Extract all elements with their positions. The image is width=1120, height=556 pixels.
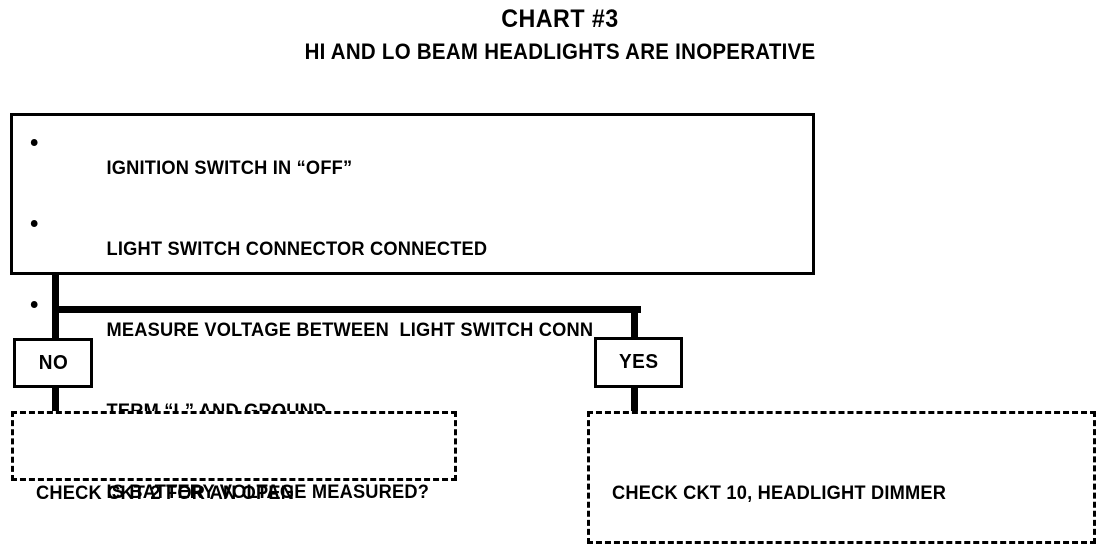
chart-subtitle: HI AND LO BEAM HEADLIGHTS ARE INOPERATIV…: [304, 39, 816, 64]
condition-item-4-text: IS BATTERY VOLTAGE MEASURED?: [106, 482, 430, 503]
chart-title: CHART #3: [501, 5, 619, 33]
decision-box-yes: YES: [594, 337, 683, 388]
result-left-text: CHECK CKT 2 FOR AN OPEN: [36, 426, 294, 556]
condition-item-2-text: LIGHT SWITCH CONNECTOR CONNECTED: [106, 239, 488, 260]
connector-branch-bar: [52, 306, 641, 313]
result-right-line-1: CHECK CKT 10, HEADLIGHT DIMMER: [612, 483, 947, 504]
connector-to-yes-box: [631, 306, 638, 341]
condition-item-2: LIGHT SWITCH CONNECTOR CONNECTED: [27, 209, 593, 290]
result-box-right: CHECK CKT 10, HEADLIGHT DIMMER SWITCH AN…: [587, 411, 1096, 544]
condition-item-1-text: IGNITION SWITCH IN “OFF”: [106, 158, 353, 179]
result-left-line-1: CHECK CKT 2 FOR AN OPEN: [36, 483, 295, 504]
decision-no-label: NO: [38, 351, 68, 374]
result-right-text: CHECK CKT 10, HEADLIGHT DIMMER SWITCH AN…: [612, 426, 946, 556]
connector-stem-from-condition: [52, 275, 59, 312]
connector-yes-to-result: [631, 386, 638, 419]
connector-to-no-box: [52, 306, 59, 342]
connector-no-to-result: [52, 386, 59, 419]
condition-box: IGNITION SWITCH IN “OFF” LIGHT SWITCH CO…: [10, 113, 815, 503]
condition-item-4: IS BATTERY VOLTAGE MEASURED?: [27, 452, 593, 533]
decision-box-no: NO: [13, 338, 93, 388]
condition-item-3-text: MEASURE VOLTAGE BETWEEN LIGHT SWITCH CON…: [106, 320, 594, 341]
condition-item-3: MEASURE VOLTAGE BETWEEN LIGHT SWITCH CON…: [27, 290, 593, 371]
decision-yes-label: YES: [618, 351, 659, 373]
result-box-left: CHECK CKT 2 FOR AN OPEN: [11, 411, 457, 504]
condition-item-1: IGNITION SWITCH IN “OFF”: [27, 128, 593, 209]
